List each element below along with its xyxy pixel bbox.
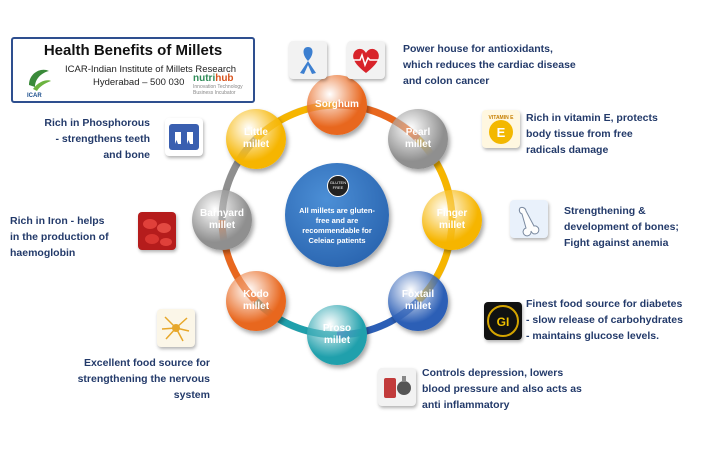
gluten-free-badge-icon: GLUTEN FREE [327,175,349,197]
millet-label-finger: Finger millet [436,208,468,231]
nutrihub-logo: nutrihub Innovation Technology Business … [193,73,251,97]
heart-icon [347,41,385,79]
benefit-barnyard-line2: in the production of [10,231,109,243]
bone-icon [510,200,548,238]
benefit-proso: Controls depression, lowers blood pressu… [422,365,582,413]
nutrihub-logo-text-b: hub [215,73,234,84]
benefit-barnyard-line3: haemoglobin [10,247,76,259]
ribbon-icon [289,41,327,79]
millet-label-little: Little millet [242,127,270,150]
benefit-kodo-line1: Excellent food source for [83,357,210,369]
benefit-foxtail-line2: - slow release of carbohydrates [526,314,683,326]
benefit-proso-line1: Controls depression, lowers [422,367,564,379]
strong-teeth-icon [165,118,203,156]
vitamin-e-letter: E [497,125,506,140]
benefit-pearl: Rich in vitamin E, protects body tissue … [526,110,658,158]
benefit-kodo-line3: system [173,389,210,401]
benefit-little: Rich in Phosphorous - strengthens teeth … [30,115,150,163]
millet-label-kodo: Kodo millet [242,289,270,312]
millet-circle-barnyard: Barnyard millet [192,190,252,250]
millet-circle-foxtail: Foxtail millet [388,271,448,331]
millet-circle-kodo: Kodo millet [226,271,286,331]
org-address: Hyderabad – 500 030 [93,77,185,88]
benefit-foxtail: Finest food source for diabetes - slow r… [526,296,683,344]
center-gluten-free-circle: GLUTEN FREE All millets are gluten-free … [285,163,389,267]
millet-circle-pearl: Pearl millet [388,109,448,169]
icar-logo-text: ICAR [27,93,42,99]
benefit-pearl-line1: Rich in vitamin E, protects [526,112,658,124]
benefit-kodo-line2: strengthening the nervous [77,373,210,385]
center-text: All millets are gluten-free and are reco… [299,206,375,245]
benefit-little-line1: Rich in Phosphorous [44,117,150,129]
millet-label-proso: Proso millet [322,323,352,346]
benefit-foxtail-line1: Finest food source for diabetes [526,298,683,310]
millet-circle-sorghum: Sorghum [307,75,367,135]
benefit-pearl-line3: radicals damage [526,144,609,156]
vitamin-e-label: VITAMIN E [489,115,515,121]
benefit-proso-line3: anti inflammatory [422,399,510,411]
benefit-foxtail-line3: - maintains glucose levels. [526,330,660,342]
blood-pressure-icon [378,368,416,406]
icar-logo-icon: ICAR [27,69,51,99]
page-title: Health Benefits of Millets [43,42,223,59]
nutrihub-logo-text-a: nutri [193,73,216,84]
benefit-sorghum-line3: and colon cancer [403,75,490,87]
gi-icon: GI [484,302,522,340]
header-box: Health Benefits of Millets ICAR ICAR-Ind… [11,37,255,103]
benefit-kodo: Excellent food source for strengthening … [62,355,210,403]
benefit-finger-line3: Fight against anemia [564,237,669,249]
benefit-little-line2: - strengthens teeth [55,133,150,145]
nutrihub-logo-subtitle: Innovation Technology Business Incubator [193,84,243,96]
millet-circle-little: Little millet [226,109,286,169]
millet-circle-finger: Finger millet [422,190,482,250]
millet-circle-proso: Proso millet [307,305,367,365]
red-blood-cells-icon [138,212,176,250]
benefit-sorghum-line1: Power house for antioxidants, [403,43,553,55]
benefit-little-line3: and bone [103,149,150,161]
benefit-sorghum: Power house for antioxidants, which redu… [403,41,576,89]
gi-label: GI [497,315,510,329]
benefit-pearl-line2: body tissue from free [526,128,633,140]
millet-label-barnyard: Barnyard millet [200,208,244,231]
org-name: ICAR-Indian Institute of Millets Researc… [65,64,237,75]
millet-label-foxtail: Foxtail millet [401,289,435,312]
benefit-finger: Strengthening & development of bones; Fi… [564,203,679,251]
benefit-barnyard: Rich in Iron - helps in the production o… [10,213,109,261]
benefit-proso-line2: blood pressure and also acts as [422,383,582,395]
benefit-barnyard-line1: Rich in Iron - helps [10,215,105,227]
benefit-finger-line2: development of bones; [564,221,679,233]
benefit-finger-line1: Strengthening & [564,205,646,217]
benefit-sorghum-line2: which reduces the cardiac disease [403,59,576,71]
neuron-icon [157,309,195,347]
vitamin-e-icon: E VITAMIN E [482,110,520,148]
millet-label-pearl: Pearl millet [404,127,432,150]
millet-label-sorghum: Sorghum [315,99,359,110]
